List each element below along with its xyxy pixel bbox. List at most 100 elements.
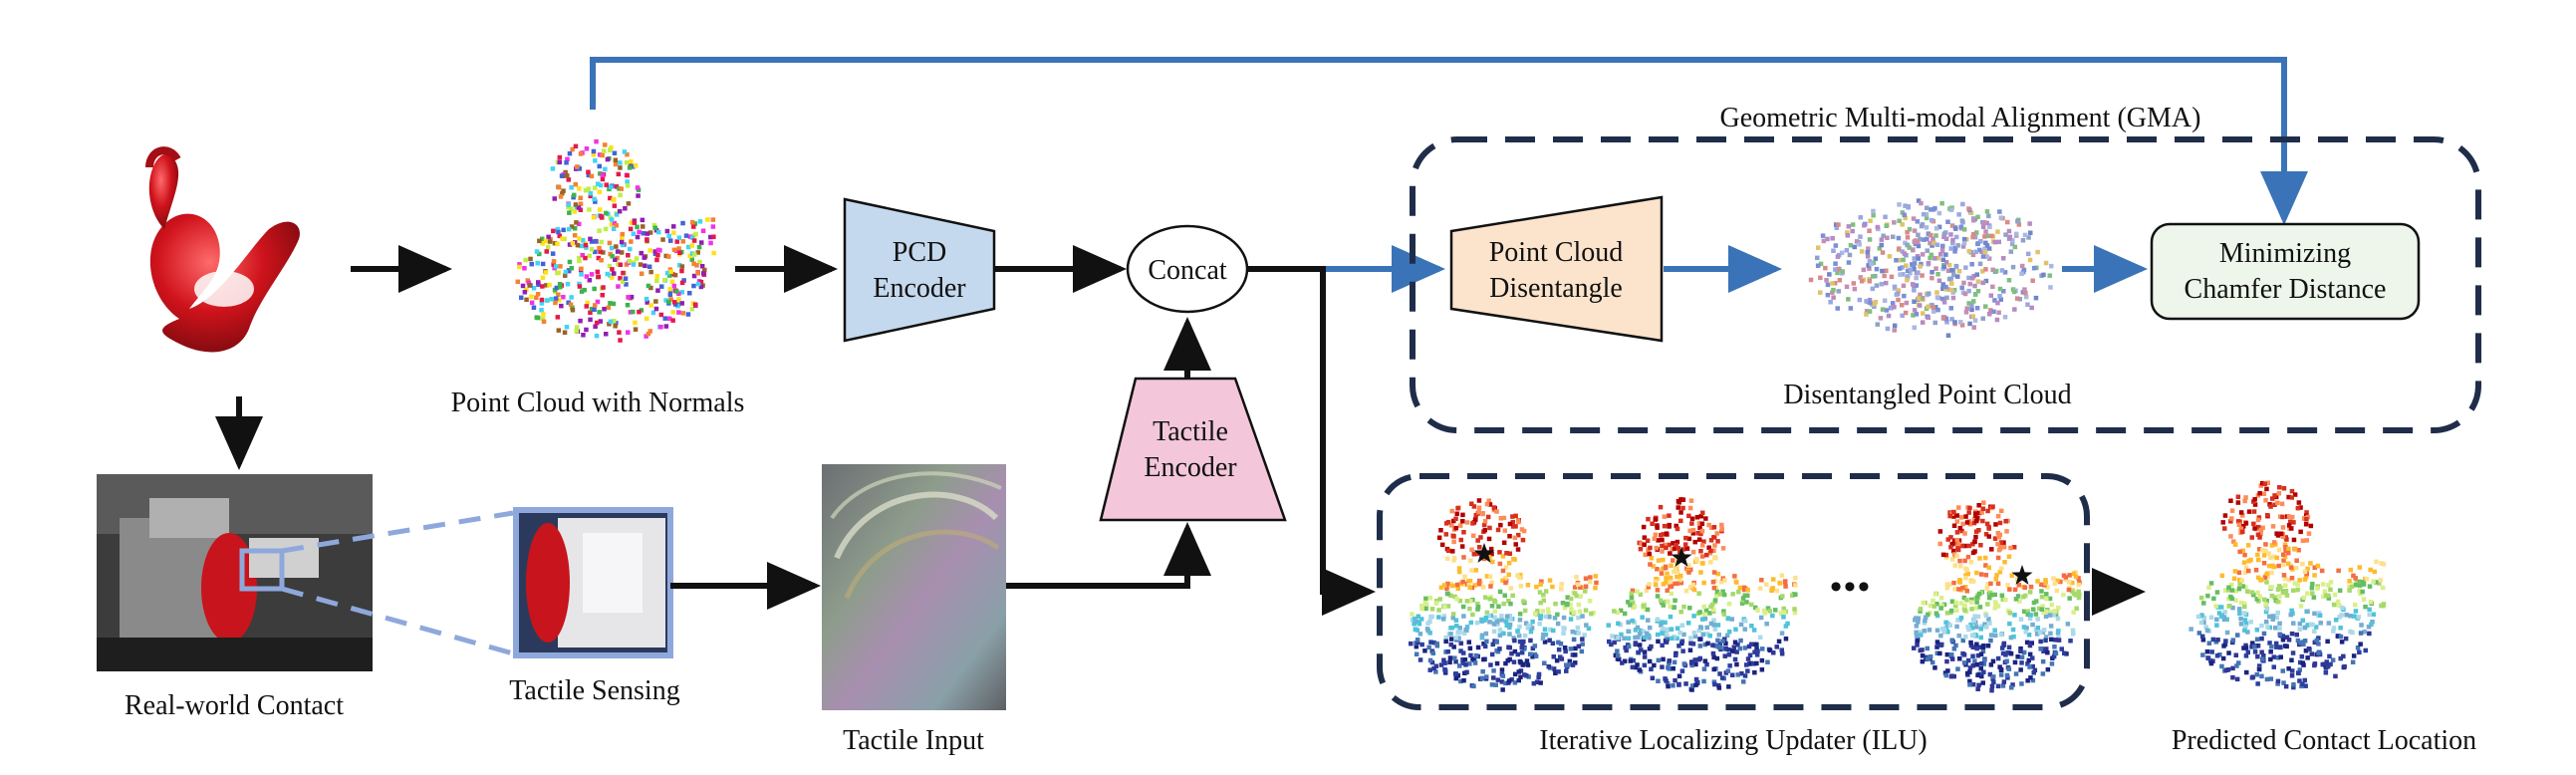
cloud-point	[2325, 639, 2330, 645]
cloud-point	[1922, 629, 1928, 634]
cloud-point	[2245, 543, 2251, 548]
cloud-point	[1897, 202, 1902, 207]
cloud-point	[1818, 275, 1823, 281]
cloud-point	[528, 256, 533, 262]
cloud-point	[1975, 652, 1981, 658]
cloud-point	[1518, 674, 1523, 679]
cloud-point	[1956, 269, 1962, 274]
cloud-point	[1940, 316, 1946, 321]
cloud-point	[1503, 576, 1508, 581]
cloud-point	[2059, 646, 2064, 651]
cloud-point	[2233, 589, 2238, 594]
cloud-point	[1517, 618, 1523, 623]
cloud-point	[617, 330, 622, 335]
cloud-point	[2056, 638, 2062, 643]
cloud-point	[2229, 508, 2235, 513]
cloud-point	[2264, 580, 2269, 585]
cloud-point	[1912, 256, 1917, 261]
cloud-point	[1422, 600, 1428, 606]
cloud-point	[1949, 317, 1954, 322]
cloud-point	[1540, 636, 1546, 642]
cloud-point	[679, 301, 684, 306]
cloud-point	[573, 202, 579, 207]
cloud-point	[540, 241, 545, 246]
cloud-point	[2263, 498, 2268, 503]
cloud-point	[1484, 674, 1489, 679]
cloud-point	[2070, 628, 2076, 634]
cloud-point	[1976, 682, 1981, 688]
cloud-point	[1744, 662, 1749, 667]
cloud-point	[645, 283, 651, 289]
cloud-point	[1962, 585, 1968, 590]
cloud-point	[1742, 593, 1747, 599]
cloud-point	[1696, 656, 1701, 662]
cloud-point	[1934, 640, 1940, 645]
cloud-point	[1460, 660, 1465, 665]
cloud-point	[1677, 631, 1682, 636]
cloud-point	[1823, 265, 1828, 271]
cloud-point	[1846, 297, 1851, 302]
cloud-point	[1997, 664, 2002, 669]
cloud-point	[1636, 649, 1641, 655]
cloud-point	[1964, 306, 1969, 311]
cloud-point	[2008, 545, 2013, 551]
cloud-point	[679, 290, 685, 295]
cloud-point	[617, 186, 622, 191]
cloud-point	[1646, 618, 1651, 623]
cloud-point	[656, 229, 661, 235]
cloud-point	[1711, 623, 1716, 628]
cloud-point	[1462, 574, 1467, 580]
cloud-point	[544, 249, 549, 254]
cloud-point	[1969, 626, 1975, 631]
cloud-point	[2240, 584, 2245, 589]
cloud-point	[618, 338, 623, 343]
cloud-point	[2317, 613, 2323, 618]
cloud-point	[1864, 309, 1870, 314]
cloud-point	[1953, 234, 1959, 240]
cloud-point	[1642, 649, 1648, 654]
cloud-point	[1939, 642, 1944, 647]
cloud-point	[1995, 229, 2000, 234]
cloud-point	[1737, 585, 1743, 591]
cloud-point	[1962, 291, 1968, 297]
cloud-point	[1551, 628, 1556, 634]
cloud-point	[1785, 621, 1790, 627]
cloud-point	[1561, 631, 1566, 636]
cloud-point	[526, 280, 532, 285]
cloud-point	[1500, 554, 1506, 559]
cloud-point	[2313, 625, 2319, 630]
cloud-point	[1663, 564, 1669, 570]
cloud-point	[2051, 613, 2056, 618]
cloud-point	[1990, 658, 1996, 664]
cloud-point	[2246, 559, 2251, 564]
cloud-point	[1699, 528, 1705, 534]
cloud-point	[609, 275, 615, 280]
cloud-point	[1994, 573, 1999, 578]
cloud-point	[595, 299, 601, 305]
cloud-point	[2033, 612, 2039, 617]
cloud-point	[1858, 234, 1863, 239]
cloud-point	[566, 204, 571, 210]
cloud-point	[628, 161, 634, 167]
cloud-point	[1919, 633, 1924, 638]
cloud-point	[1920, 222, 1926, 227]
cloud-point	[2310, 582, 2315, 587]
cloud-point	[2280, 590, 2286, 596]
cloud-point	[2049, 637, 2054, 643]
cloud-point	[2012, 244, 2018, 250]
cloud-point	[2065, 622, 2071, 627]
cloud-point	[1941, 300, 1947, 305]
cloud-point	[2291, 621, 2296, 626]
cloud-point	[654, 278, 659, 283]
cloud-point	[1485, 514, 1491, 520]
cloud-point	[1497, 561, 1503, 567]
cloud-point	[1534, 584, 1539, 590]
cloud-point	[2289, 495, 2294, 500]
cloud-point	[2018, 617, 2024, 622]
cloud-point	[1443, 635, 1448, 641]
cloud-point	[2210, 658, 2215, 663]
cloud-point	[1478, 535, 1483, 540]
cloud-point	[1738, 622, 1744, 628]
cloud-point	[1706, 545, 1711, 550]
cloud-point	[2330, 657, 2336, 662]
